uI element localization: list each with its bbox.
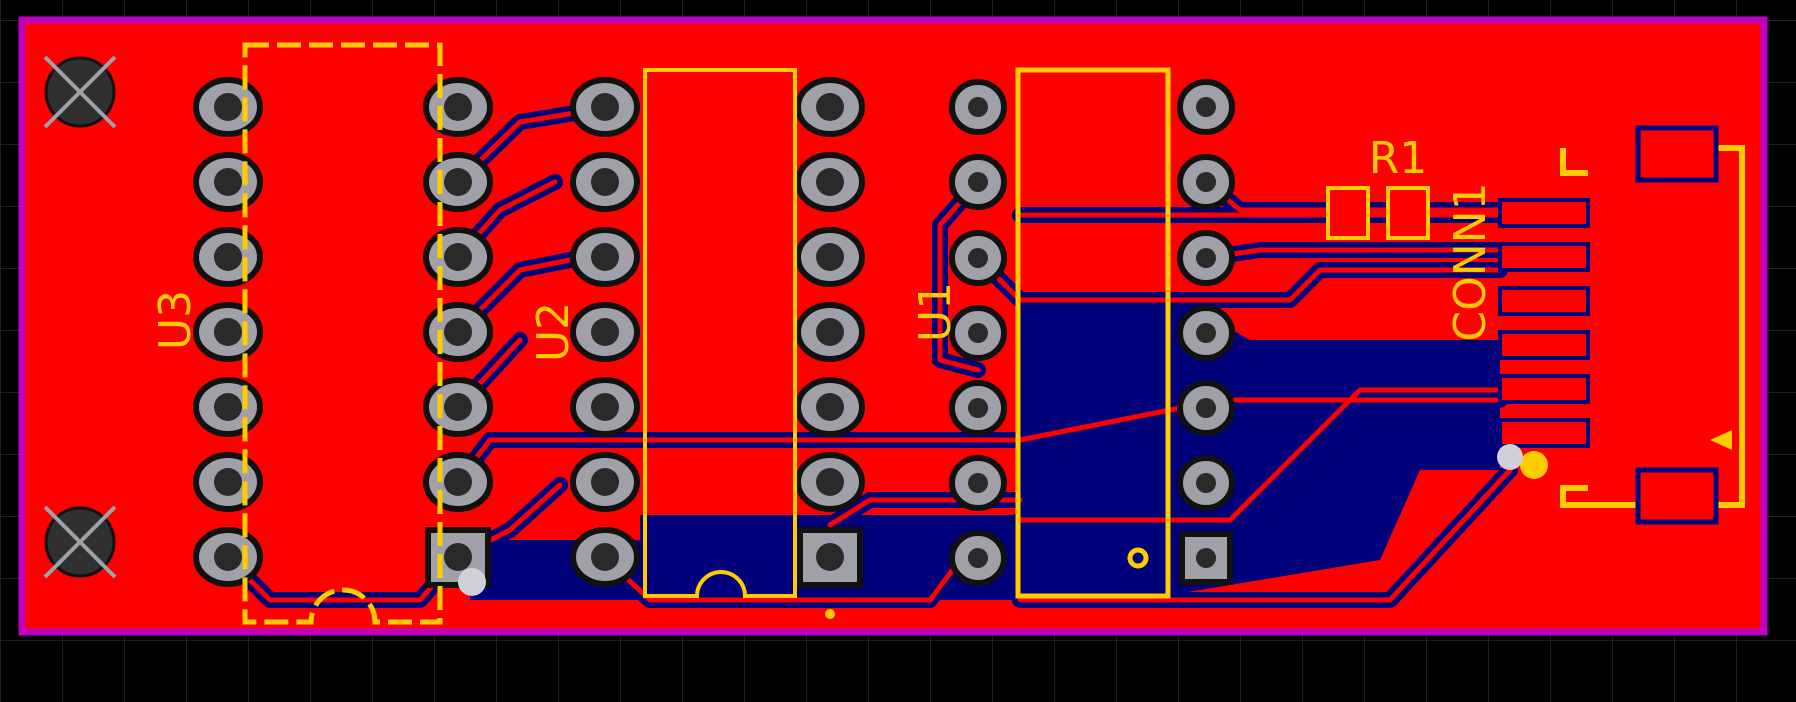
u1-drills [968, 97, 1216, 568]
u3-drills [214, 93, 472, 571]
u1-silkscreen-outline [1015, 67, 1171, 599]
pin1-dot-icon [1520, 451, 1548, 479]
r1-designator: R1 [1369, 133, 1428, 184]
u2-silkscreen-outline [643, 68, 797, 598]
triangle-arrow-icon [1710, 430, 1732, 450]
via[interactable] [825, 609, 835, 619]
pin1-dot-icon [1127, 547, 1149, 569]
via[interactable] [458, 568, 486, 596]
conn1-designator: CONN1 [1445, 182, 1496, 341]
r1-footprint[interactable] [1326, 186, 1430, 240]
u1-pads[interactable] [949, 79, 1235, 586]
conn1-footprint[interactable] [1497, 125, 1745, 525]
u2-designator: U2 [528, 302, 579, 362]
u2-drills [591, 93, 844, 571]
u3-designator: U3 [150, 290, 201, 350]
mounting-hole-top-left[interactable] [43, 55, 117, 129]
mounting-hole-bottom-left[interactable] [43, 505, 117, 579]
u1-designator: U1 [910, 282, 961, 342]
u3-silkscreen-outline [242, 42, 443, 625]
